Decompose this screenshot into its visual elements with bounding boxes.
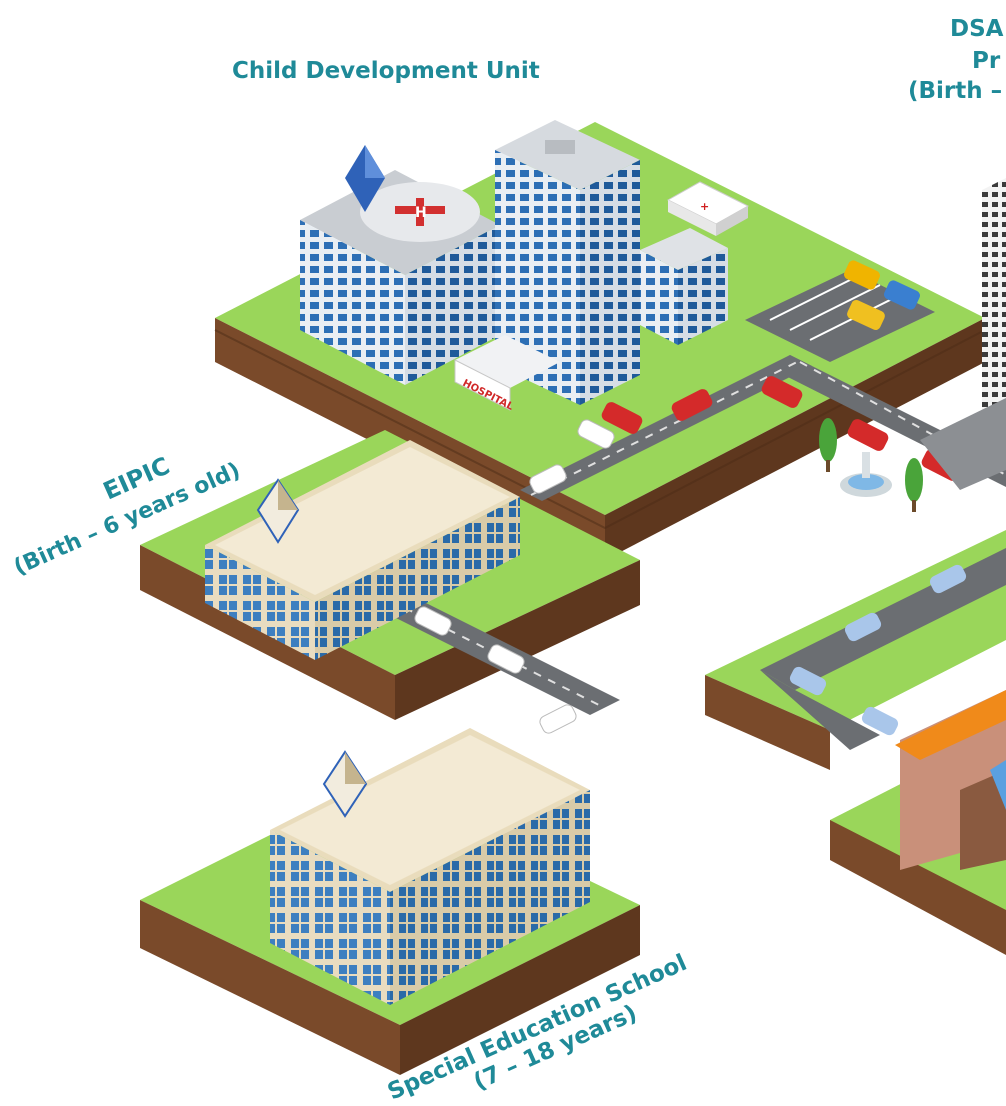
school-building bbox=[270, 728, 590, 1005]
dsa-tower bbox=[920, 178, 1006, 490]
parking-lot bbox=[745, 260, 935, 362]
eipic-road bbox=[390, 600, 620, 734]
eipic-building bbox=[205, 440, 520, 660]
label-child-development-unit: Child Development Unit bbox=[232, 58, 540, 84]
helipad-h: H bbox=[415, 205, 427, 221]
location-marker-eipic bbox=[256, 478, 300, 544]
park-decor bbox=[819, 418, 923, 512]
ambulance-cross: + bbox=[700, 200, 709, 213]
ambulance: + bbox=[666, 181, 750, 236]
helipad: H bbox=[360, 182, 480, 242]
label-dsa-line1: DSA bbox=[950, 16, 1004, 42]
red-cars bbox=[529, 376, 963, 494]
bottom-right-tile bbox=[830, 690, 1006, 955]
center-right-tile bbox=[705, 530, 1006, 770]
label-dsa-line2: Pr bbox=[972, 48, 1001, 74]
label-dsa-line3: (Birth – bbox=[908, 78, 1002, 104]
location-marker-cdu bbox=[345, 145, 385, 212]
location-marker-school bbox=[322, 750, 368, 818]
